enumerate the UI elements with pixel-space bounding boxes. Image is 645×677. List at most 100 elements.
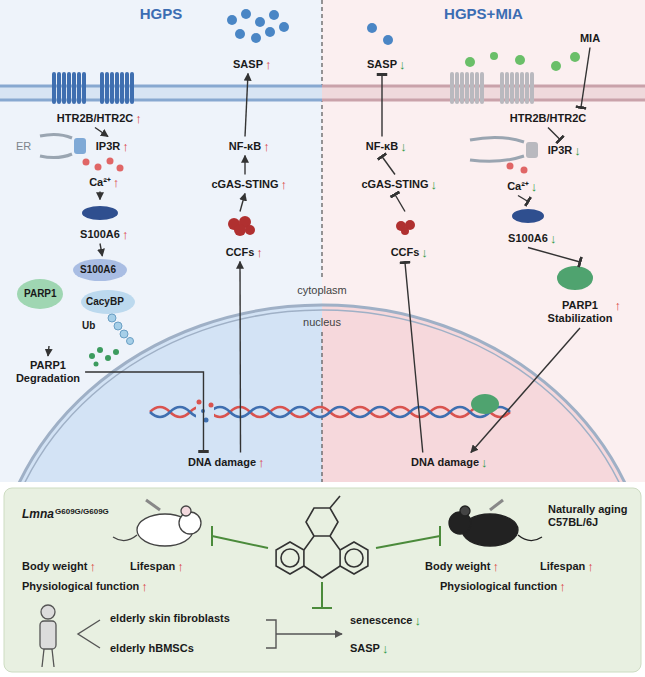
trend-arrow: ↑ <box>135 112 142 125</box>
node-text: PARP1 <box>24 287 57 300</box>
illustration-part <box>4 488 641 672</box>
illustration-part <box>279 22 289 32</box>
inhibition-connector <box>85 372 203 452</box>
activation-arrow <box>100 244 102 257</box>
node-text: SASP <box>233 58 263 71</box>
trend-arrow: ↑ <box>492 560 499 573</box>
activation-arrow <box>471 328 580 453</box>
illustration-part <box>376 536 440 548</box>
illustration-part <box>276 496 368 578</box>
illustration-part <box>340 542 368 574</box>
label-text: elderly hBMSCs <box>110 642 194 655</box>
pathway-node: PARP1Degradation <box>13 358 83 386</box>
illustration-part <box>94 362 99 367</box>
label-text: cytoplasm <box>297 284 347 297</box>
illustration-part <box>490 52 498 60</box>
activation-arrow <box>48 346 49 356</box>
illustration-part <box>0 85 322 101</box>
node-text: cGAS-STING <box>211 178 278 191</box>
node-text: cGAS-STING <box>361 178 428 191</box>
illustration-part <box>383 35 393 45</box>
illustration-part <box>500 72 534 104</box>
trend-arrow: ↑ <box>113 176 120 189</box>
illustration-part <box>40 621 56 649</box>
pathway-node: SASP <box>230 57 266 72</box>
trend-arrow: ↑ <box>587 560 594 573</box>
illustration-part <box>241 9 251 19</box>
pathway-node: DNA damage <box>408 455 482 470</box>
trend-arrow: ↑ <box>141 580 148 593</box>
pathway-node: S100A6 <box>77 227 123 242</box>
illustration-part <box>204 418 209 423</box>
illustration-part <box>460 506 470 516</box>
illustration-part <box>17 279 63 309</box>
activation-arrow <box>239 262 241 453</box>
trend-arrow: ↓ <box>531 180 538 193</box>
node-text: CCFs <box>391 246 420 259</box>
node-text: DNA damage <box>411 456 479 469</box>
illustration-part <box>0 99 322 102</box>
illustration-part <box>470 156 524 161</box>
illustration-part <box>312 607 332 609</box>
activation-arrow <box>244 156 245 175</box>
illustration-part <box>306 508 338 536</box>
label-text: Body weight <box>425 560 490 573</box>
illustration-part <box>146 500 160 510</box>
illustration-part <box>228 216 415 236</box>
label-text: G609G/G609G <box>55 505 109 518</box>
illustration-part <box>0 305 645 482</box>
pathway-node: CCFs <box>388 245 423 260</box>
illustration-part <box>212 526 440 608</box>
illustration-part <box>197 400 202 405</box>
illustration-part <box>401 227 409 235</box>
illustration-part <box>470 137 524 142</box>
trend-arrow: ↑ <box>256 246 263 259</box>
panel-title: HGPS <box>0 0 322 23</box>
illustration-part <box>321 582 323 608</box>
illustration-part <box>108 314 134 345</box>
pathway-node: PARP1Stabilization <box>545 298 616 326</box>
illustration-part <box>471 394 499 414</box>
trend-arrow: ↑ <box>122 228 129 241</box>
node-text: CacyBP <box>86 295 124 308</box>
illustration-part <box>245 225 255 235</box>
illustration-part <box>518 535 542 541</box>
illustration-part <box>0 85 322 88</box>
illustration-part <box>41 605 55 619</box>
inhibition-connector <box>528 248 580 263</box>
pathway-node: NF-κB <box>363 139 401 154</box>
illustration-part <box>196 398 214 426</box>
illustration-part <box>227 15 237 25</box>
illustration-part <box>73 259 127 281</box>
illustration-part <box>367 23 377 33</box>
illustration-part <box>526 142 538 158</box>
label-text: Physiological function <box>22 580 139 593</box>
node-text: NF-κB <box>229 140 261 153</box>
illustration-part <box>113 535 137 541</box>
illustration-part <box>265 27 275 37</box>
node-text: S100A6 <box>80 263 116 276</box>
illustration-part <box>450 72 484 104</box>
activation-arrow <box>240 194 245 212</box>
trend-arrow: ↓ <box>399 58 406 71</box>
trend-arrow: ↓ <box>421 246 428 259</box>
illustration-part <box>321 0 322 280</box>
node-text: PARP1 <box>548 299 613 312</box>
pathway-node: DNA damage <box>185 455 259 470</box>
illustration-part <box>512 209 544 223</box>
illustration-part <box>179 512 201 534</box>
node-text: Ub <box>82 319 95 332</box>
activation-arrow <box>245 74 248 137</box>
illustration-part <box>40 605 56 667</box>
trend-arrow: ↓ <box>382 642 389 655</box>
trend-arrow: ↓ <box>400 140 407 153</box>
node-text: PARP1 <box>16 359 80 372</box>
inhibition-connector <box>518 196 528 202</box>
pathway-node: IP3R <box>93 139 123 154</box>
illustration-part <box>0 305 322 482</box>
illustration-part <box>234 224 246 236</box>
illustration-part <box>209 403 214 408</box>
illustration-part <box>276 542 304 574</box>
